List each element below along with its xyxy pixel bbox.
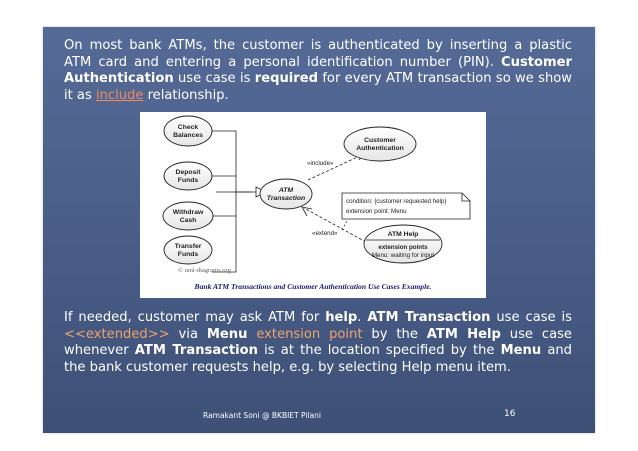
note-extension-point: extension point: Menu: [346, 208, 407, 215]
extend-arrowhead: [301, 206, 313, 217]
extension-point-menu: Menu: waiting for input: [372, 252, 435, 259]
text: relationship.: [143, 87, 229, 103]
use-case-customer-authentication: Customer Authentication: [343, 126, 417, 162]
paragraph-help-extension: If needed, customer may ask ATM for help…: [64, 310, 572, 376]
use-case-label: ATM Help: [388, 231, 419, 238]
use-case-label: Check: [178, 124, 199, 131]
use-case-label: Transfer: [175, 243, 202, 250]
association-bracket: [212, 130, 237, 273]
use-case-label: Cash: [180, 217, 197, 224]
include-link[interactable]: include: [95, 87, 144, 103]
use-case-label: Funds: [178, 177, 199, 184]
include-dependency: [307, 153, 365, 181]
paragraph-authentication: On most bank ATMs, the customer is authe…: [64, 38, 572, 104]
use-case-diagram-svg: «include» «extend» condition: {customer …: [162, 115, 471, 291]
include-label: «include»: [307, 160, 334, 167]
page-number: 16: [504, 409, 516, 419]
bold-help: help: [325, 310, 358, 325]
text: use case is: [490, 310, 573, 325]
use-case-label: Withdraw: [173, 209, 204, 216]
text: by the: [362, 326, 427, 342]
extended-keyword: <<extended>>: [64, 326, 170, 342]
bold-customer-authentication: Customer Authentication: [64, 54, 572, 87]
figure-caption: Bank ATM Transactions and Customer Authe…: [194, 282, 432, 291]
bold-atm-help: ATM Help: [426, 326, 501, 342]
text: On most bank ATMs, the customer is authe…: [64, 38, 572, 70]
use-case-atm-transaction: ATM Transaction: [259, 178, 313, 210]
extension-points-heading: extension points: [378, 244, 428, 251]
use-case-label: ATM: [278, 187, 294, 194]
copyright-text: © uml-diagrams.org: [178, 267, 232, 274]
bold-menu: Menu: [206, 326, 248, 342]
use-case-check-balances: Check Balances: [163, 115, 213, 147]
text: is at the location specified by the: [258, 343, 501, 359]
bold-atm-transaction: ATM Transaction: [367, 310, 491, 325]
text: .: [357, 310, 368, 325]
extension-point-keyword: extension point: [256, 326, 363, 342]
text: and the bank customer requests help, e.g…: [64, 343, 572, 375]
text: use case is: [173, 71, 255, 87]
use-case-atm-help: ATM Help extension points Menu: waiting …: [363, 224, 443, 264]
bold-atm-transaction: ATM Transaction: [134, 343, 258, 359]
extend-label: «extend»: [312, 230, 338, 237]
use-case-label: Transaction: [267, 195, 305, 202]
extend-dependency: [303, 207, 367, 243]
slide: On most bank ATMs, the customer is authe…: [43, 27, 595, 433]
use-case-label: Balances: [173, 132, 203, 139]
bold-required: required: [254, 71, 318, 87]
use-case-withdraw-cash: Withdraw Cash: [162, 201, 214, 231]
text: If needed, customer may ask ATM for: [64, 310, 326, 325]
use-case-diagram: «include» «extend» condition: {customer …: [140, 112, 486, 298]
bold-menu: Menu: [500, 343, 542, 359]
text: via: [169, 326, 207, 342]
use-case-deposit-funds: Deposit Funds: [163, 161, 213, 191]
text: for every ATM transaction so we show it …: [64, 71, 572, 103]
condition-note: [341, 192, 471, 220]
use-case-label: Customer: [364, 137, 396, 144]
use-case-transfer-funds: Transfer Funds: [163, 235, 213, 265]
use-case-label: Authentication: [356, 145, 404, 152]
use-case-label: Deposit: [176, 169, 202, 176]
note-condition: condition: {customer requested help}: [346, 198, 446, 205]
slide-footer: Ramakant Soni @ BKBIET Pilani: [203, 411, 321, 420]
note-fold: [461, 193, 470, 202]
text: use case whenever: [64, 326, 572, 359]
use-case-label: Funds: [178, 251, 199, 258]
